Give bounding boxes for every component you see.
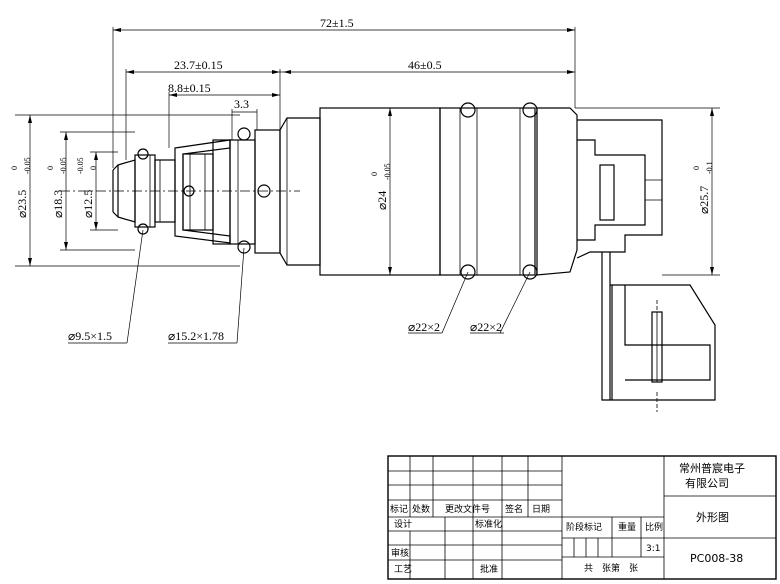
scale-value: 3:1 bbox=[646, 544, 660, 554]
connector-housing bbox=[576, 119, 663, 259]
svg-text:0: 0 bbox=[46, 166, 55, 170]
oring-mid-bottom bbox=[237, 240, 251, 254]
oring-22-a-label: ⌀22×2 bbox=[408, 320, 440, 334]
dim-overall-length: 72±1.5 bbox=[320, 16, 354, 30]
company-name-line2: 有限公司 bbox=[685, 476, 729, 490]
svg-text:⌀25.7: ⌀25.7 bbox=[697, 186, 711, 214]
oring-small-top bbox=[137, 148, 149, 160]
drawing-name: 外形图 bbox=[696, 511, 729, 524]
svg-text:共 张第 张: 共 张第 张 bbox=[584, 562, 638, 574]
svg-text:标记: 标记 bbox=[390, 503, 408, 515]
dimension-text: 72±1.5 23.7±0.15 46±0.5 8.8±0.15 3.3 ⌀23… bbox=[10, 16, 714, 343]
oring-large-a-bottom bbox=[460, 264, 476, 280]
svg-text:工艺: 工艺 bbox=[394, 564, 412, 575]
svg-text:⌀24: ⌀24 bbox=[375, 191, 389, 210]
connector-plug bbox=[601, 252, 716, 401]
oring-22-b-label: ⌀22×2 bbox=[470, 320, 502, 334]
svg-text:比例: 比例 bbox=[645, 521, 663, 533]
dim-3-3: 3.3 bbox=[234, 97, 249, 111]
svg-text:⌀18.3: ⌀18.3 bbox=[51, 190, 65, 218]
dim-23-7: 23.7±0.15 bbox=[174, 58, 223, 72]
title-block: 常州普宸电子 有限公司 外形图 PC008-38 标记 处数 更改文件号 签名 … bbox=[387, 455, 777, 580]
svg-text:阶段标记: 阶段标记 bbox=[566, 521, 602, 533]
svg-text:0: 0 bbox=[89, 166, 98, 170]
svg-text:-0.05: -0.05 bbox=[23, 157, 32, 174]
svg-text:审核: 审核 bbox=[391, 547, 409, 559]
dia-24-label: ⌀24 0 -0.05 bbox=[370, 163, 392, 210]
svg-text:⌀23.5: ⌀23.5 bbox=[15, 190, 29, 218]
dimension-lines bbox=[15, 27, 720, 344]
svg-text:重量: 重量 bbox=[618, 521, 636, 533]
svg-text:0: 0 bbox=[692, 166, 701, 170]
drawing-number: PC008-38 bbox=[690, 552, 743, 565]
svg-text:设计: 设计 bbox=[394, 518, 412, 530]
main-shoulder bbox=[279, 117, 321, 266]
dia-25-7-label: ⌀25.7 0 -0.1 bbox=[692, 161, 714, 214]
svg-text:⌀12.5: ⌀12.5 bbox=[81, 190, 95, 218]
oring-mid-top bbox=[237, 127, 251, 141]
svg-text:处数: 处数 bbox=[412, 503, 430, 515]
svg-text:-0.1: -0.1 bbox=[705, 161, 714, 174]
svg-text:批准: 批准 bbox=[480, 563, 498, 575]
dim-8-8: 8.8±0.15 bbox=[168, 81, 211, 95]
svg-text:签名: 签名 bbox=[505, 503, 523, 515]
dia-18-3-label: ⌀18.3 0 -0.05 bbox=[46, 157, 68, 218]
oring-small-bottom bbox=[137, 223, 149, 235]
svg-text:-0.05: -0.05 bbox=[76, 157, 85, 174]
svg-text:-0.05: -0.05 bbox=[59, 157, 68, 174]
valve-body bbox=[60, 102, 716, 412]
svg-text:更改文件号: 更改文件号 bbox=[445, 503, 490, 515]
dim-46: 46±0.5 bbox=[408, 58, 442, 72]
company-name-line1: 常州普宸电子 bbox=[679, 461, 745, 475]
svg-text:-0.05: -0.05 bbox=[383, 163, 392, 180]
dia-12-5-label: ⌀12.5 -0.05 0 bbox=[76, 157, 98, 218]
oring-large-a-top bbox=[460, 102, 476, 118]
svg-text:0: 0 bbox=[10, 166, 19, 170]
oring-9-5-label: ⌀9.5×1.5 bbox=[68, 329, 112, 343]
small-hole bbox=[183, 185, 195, 197]
svg-text:0: 0 bbox=[370, 172, 379, 176]
svg-text:标准化: 标准化 bbox=[475, 518, 502, 530]
oring-15-2-label: ⌀15.2×1.78 bbox=[168, 329, 224, 343]
dia-23-5-label: ⌀23.5 0 -0.05 bbox=[10, 157, 32, 218]
svg-text:日期: 日期 bbox=[532, 504, 550, 515]
